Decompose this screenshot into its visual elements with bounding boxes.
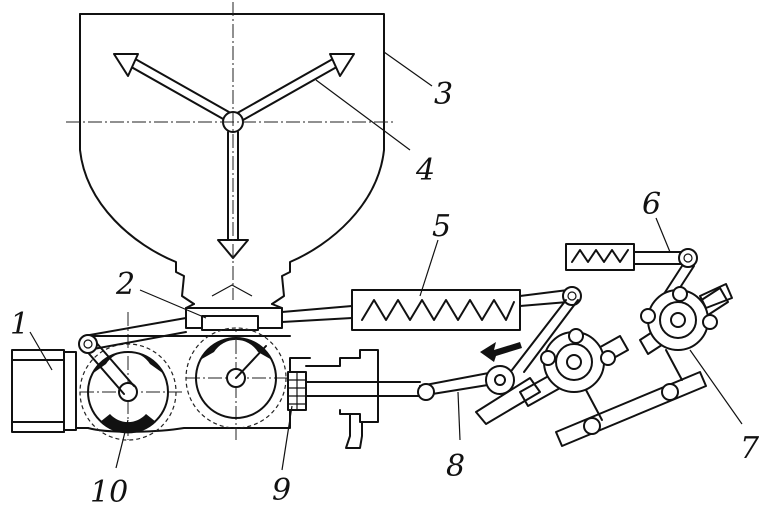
drum-crank — [78, 317, 187, 395]
callout-labels: 1 2 3 4 5 6 7 8 9 10 — [10, 77, 760, 509]
hopper — [79, 13, 385, 329]
linkage-rod — [417, 299, 579, 425]
label-3: 3 — [434, 77, 453, 112]
label-5: 5 — [432, 209, 451, 244]
label-7: 7 — [740, 431, 760, 466]
label-2: 2 — [115, 267, 135, 302]
metering-drum — [79, 343, 177, 441]
eccentric-mechanism — [519, 283, 733, 447]
spring-rod — [281, 286, 582, 331]
leader-lines — [29, 51, 743, 471]
label-10: 10 — [90, 475, 128, 509]
label-6: 6 — [642, 187, 661, 222]
label-9: 9 — [272, 473, 291, 508]
label-4: 4 — [415, 153, 435, 188]
label-1: 1 — [10, 307, 29, 342]
housing — [63, 335, 311, 433]
agitator — [113, 53, 355, 259]
metering-slot — [201, 315, 259, 331]
label-8: 8 — [446, 449, 465, 484]
outlet-pipe — [11, 349, 77, 433]
plunger-chamber — [287, 349, 421, 449]
return-spring — [565, 243, 698, 301]
feed-drum — [185, 327, 287, 429]
